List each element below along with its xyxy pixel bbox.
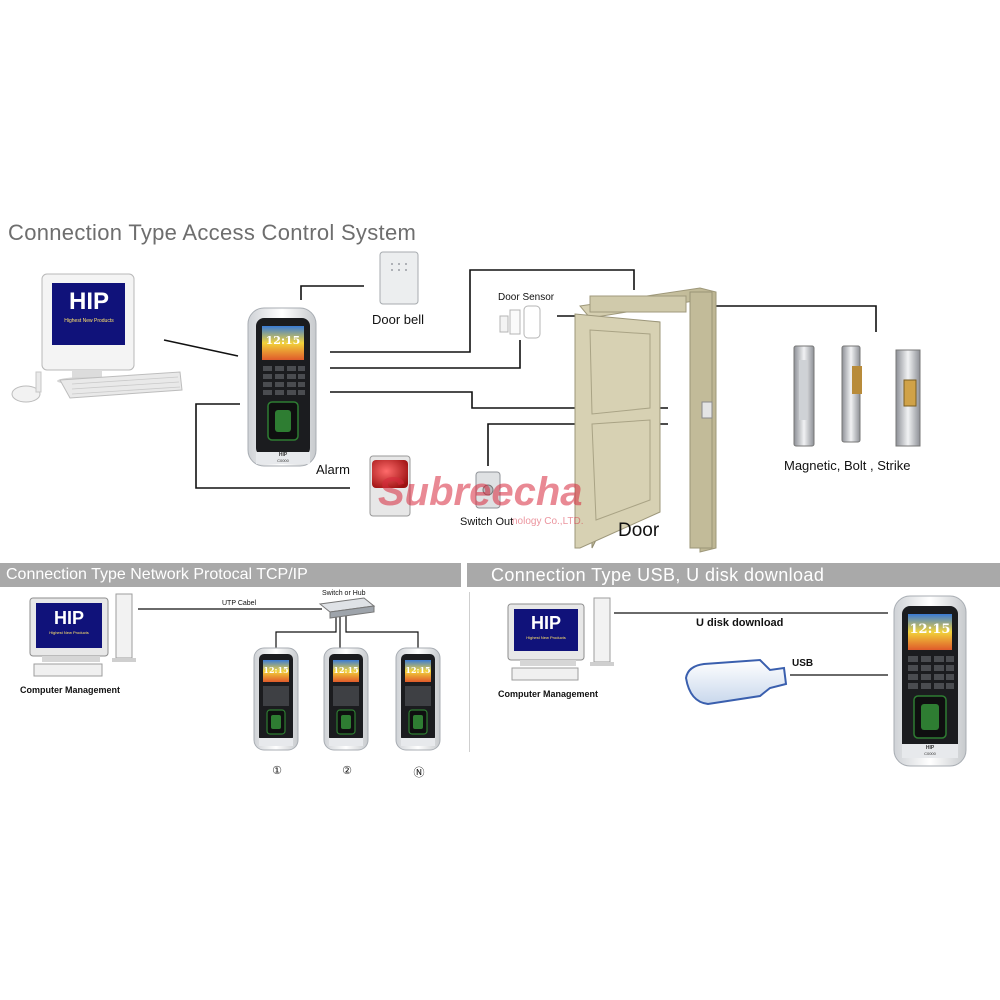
doorbell — [379, 251, 419, 305]
wire-computer-device — [163, 339, 239, 357]
wire-device-doorsensor — [330, 340, 521, 369]
computer-tcp — [29, 593, 136, 677]
tcp-node-number-3: Ⓝ — [413, 767, 425, 779]
wire-device-doorbell — [300, 285, 364, 300]
access-device-usb — [893, 595, 967, 767]
usb-label: USB — [792, 658, 814, 669]
monitor-tagline-tcp: Highest New Products — [49, 630, 89, 635]
wire-device-alarm — [195, 403, 350, 489]
device-clock-main: 12:15 — [265, 334, 301, 347]
tcp-device-clock-1: 12:15 — [263, 665, 289, 675]
alarm — [369, 455, 411, 517]
door-label: Door — [618, 520, 660, 541]
computer-top — [11, 273, 183, 403]
monitor-brand-tcp: HIP — [53, 608, 84, 628]
wire-device-doorframe — [330, 269, 635, 353]
switch-out-label: Switch Out — [460, 516, 514, 528]
tcp-device-3 — [395, 647, 441, 751]
band-tcp: Connection Type Network Protocal TCP/IP — [0, 563, 461, 587]
tcp-node-number-1: ① — [272, 765, 282, 777]
tcp-device-clock-2: 12:15 — [333, 665, 359, 675]
tcp-wires — [138, 608, 419, 648]
monitor-tagline-top: Highest New Products — [64, 318, 114, 324]
tcp-device-1 — [253, 647, 299, 751]
usb-stick — [684, 658, 788, 706]
monitor-brand-usb: HIP — [530, 613, 561, 633]
utp-cable-label: UTP Cabel — [222, 600, 257, 607]
watermark-text: Subreecha — [378, 470, 583, 514]
device-model-usb: C0000 — [924, 751, 936, 756]
computer-usb — [507, 597, 614, 681]
device-clock-usb: 12:15 — [909, 622, 951, 637]
device-model-main: C0000 — [277, 458, 289, 463]
switch-hub-label: Switch or Hub — [322, 590, 366, 597]
access-device-main — [247, 307, 317, 467]
tcp-node-number-2: ② — [342, 765, 352, 777]
locks — [793, 345, 921, 447]
wire-door-locks — [716, 305, 877, 332]
alarm-label: Alarm — [316, 462, 350, 477]
section-divider — [469, 592, 470, 752]
tcp-device-clock-3: 12:15 — [405, 665, 431, 675]
switch-out — [475, 471, 501, 509]
door-sensor-label: Door Sensor — [498, 292, 555, 303]
udisk-download-label: U disk download — [696, 617, 784, 629]
computer-management-usb: Computer Management — [498, 689, 599, 699]
band-usb: Connection Type USB, U disk download — [467, 563, 1000, 587]
network-switch — [318, 597, 376, 619]
door-sensor — [499, 305, 541, 339]
tcp-device-2 — [323, 647, 369, 751]
monitor-brand-top: HIP — [68, 288, 109, 315]
tcp-devices — [253, 647, 441, 751]
monitor-tagline-usb: Highest New Products — [526, 635, 566, 640]
locks-label: Magnetic, Bolt , Strike — [784, 458, 911, 473]
device-brand-usb: HIP — [925, 745, 935, 751]
door-assembly — [574, 287, 717, 553]
door-bell-label: Door bell — [372, 312, 425, 327]
computer-management-tcp: Computer Management — [20, 685, 121, 695]
usb-wires — [614, 612, 888, 676]
device-brand-main: HIP — [278, 452, 288, 458]
wire-device-lock — [330, 391, 668, 409]
watermark-subtext: nology Co.,LTD. — [512, 516, 584, 527]
page-title: Connection Type Access Control System — [8, 220, 417, 245]
